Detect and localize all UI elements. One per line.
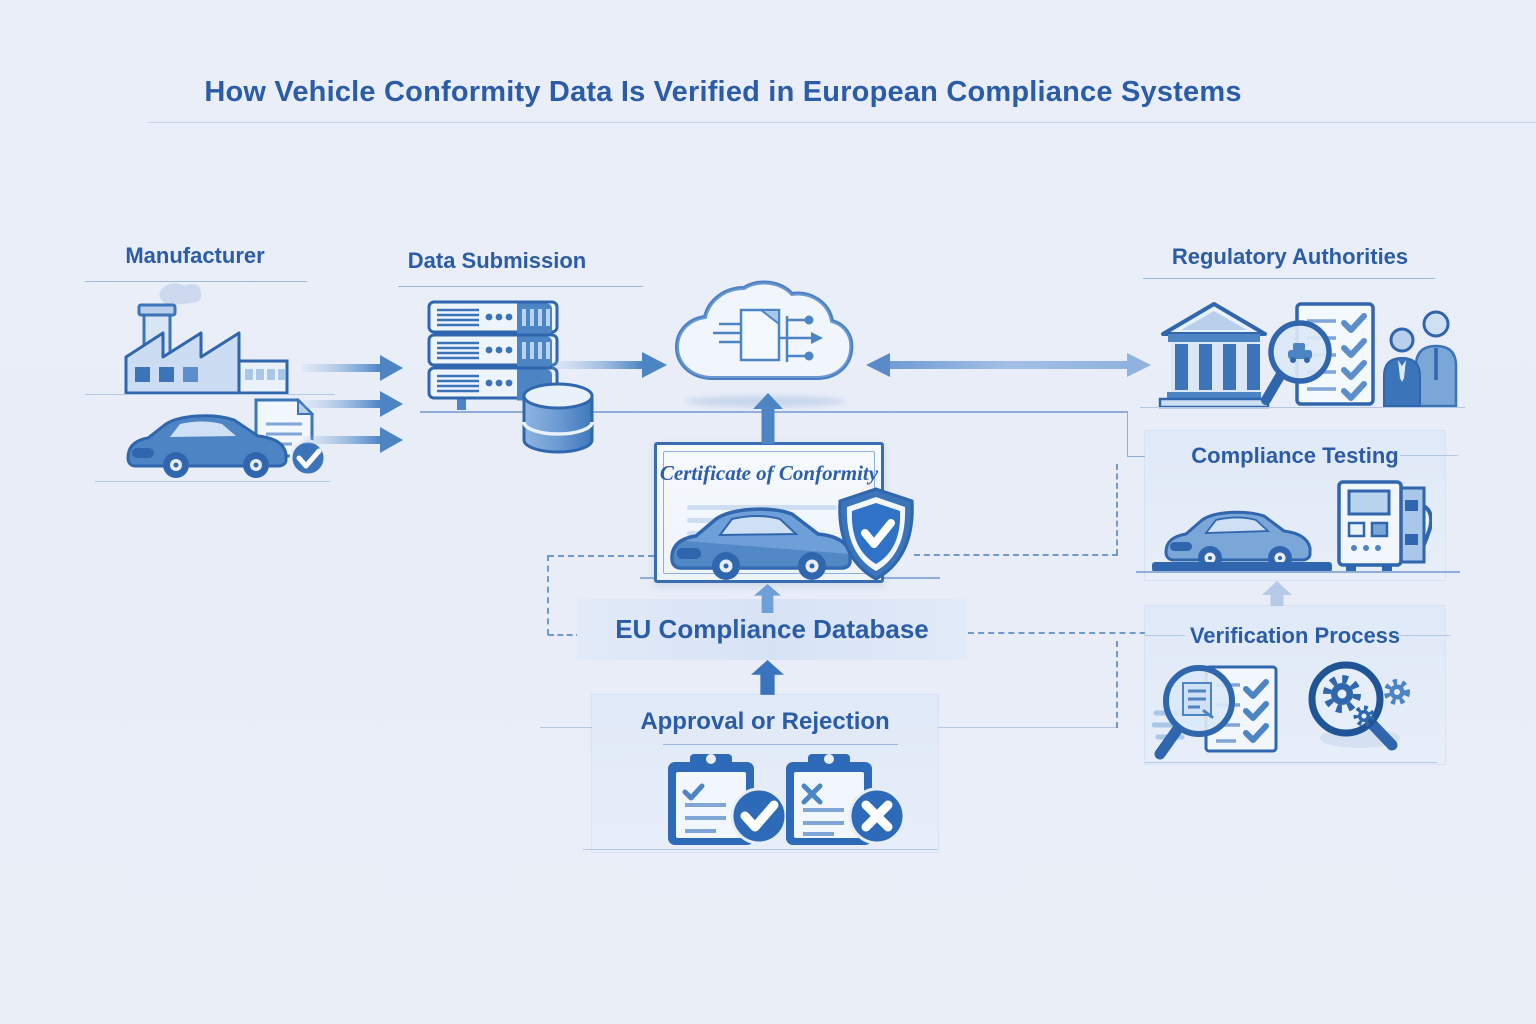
officials-icon <box>1383 310 1458 408</box>
approval-left-line <box>540 727 592 728</box>
eu-compliance-database-label: EU Compliance Database <box>615 614 929 644</box>
cloud-regulatory-double-arrow <box>866 353 1151 377</box>
shield-check-icon <box>838 487 914 581</box>
verification-right-line <box>1396 635 1450 636</box>
title-divider <box>148 122 1536 123</box>
test-platform <box>1152 562 1332 572</box>
gears-analysis-magnifier-icon <box>1308 661 1410 751</box>
vehicle-inspection-magnifier-icon <box>1261 320 1332 405</box>
certificate-left-dashed-line <box>548 555 654 557</box>
approval-right-line <box>938 727 1118 728</box>
certificate-title: Certificate of Conformity <box>659 461 879 485</box>
submission-arrow-2 <box>303 391 403 417</box>
compliance-right-line <box>1400 455 1458 456</box>
page-title: How Vehicle Conformity Data Is Verified … <box>204 76 1242 108</box>
regulatory-ground-line <box>1140 407 1465 408</box>
regulatory-heading: Regulatory Authorities <box>1171 244 1409 269</box>
manufacturer-underline <box>85 281 307 282</box>
verification-bottom-line <box>1145 762 1437 763</box>
approval-to-database-arrow <box>751 660 784 697</box>
eu-compliance-database-bar: EU Compliance Database <box>577 599 967 660</box>
database-to-certificate-arrow <box>754 584 781 613</box>
database-right-dashed-line <box>968 632 1176 634</box>
submission-arrow-3 <box>303 427 403 453</box>
government-building-icon <box>1158 302 1270 409</box>
manufacturer-ground-line <box>85 394 335 395</box>
factory-icon <box>124 282 289 395</box>
verification-heading: Verification Process <box>1189 623 1401 648</box>
certificate-right-dashed-rise <box>1116 464 1118 555</box>
compliance-testing-heading: Compliance Testing <box>1191 443 1399 468</box>
to-cloud-arrow <box>552 352 667 378</box>
certificate-left-dashed-drop <box>547 555 549 635</box>
test-vehicle-icon <box>1164 510 1312 570</box>
certified-vehicle-icon <box>670 507 852 580</box>
clipboard-approved-icon <box>668 754 788 845</box>
clipboard-rejected-icon <box>786 754 906 845</box>
approval-heading: Approval or Rejection <box>640 708 890 735</box>
data-submission-heading: Data Submission <box>407 248 587 273</box>
submission-arrow-1 <box>303 355 403 381</box>
data-submission-underline <box>398 286 643 287</box>
manufacturer-heading: Manufacturer <box>125 243 265 268</box>
certificate-to-cloud-arrow <box>753 393 783 444</box>
cloud-data-transfer-icon <box>674 280 854 380</box>
regulatory-underline <box>1143 278 1435 279</box>
verification-left-line <box>1145 635 1185 636</box>
document-review-magnifier-icon <box>1152 665 1278 760</box>
certificate-right-dashed-line <box>914 554 1118 556</box>
compliance-ground-line <box>1136 571 1460 573</box>
diagnostic-station-icon <box>1337 480 1432 571</box>
regulatory-elbow-vertical <box>1126 411 1128 457</box>
database-cylinder-icon <box>522 382 594 454</box>
approval-ground-line <box>583 849 938 850</box>
approval-dashed-rise <box>1116 641 1118 728</box>
vehicle-ground-line <box>95 481 330 482</box>
verification-to-compliance-arrow <box>1262 581 1292 616</box>
vehicle-with-approved-document-icon <box>126 397 327 478</box>
approval-underline <box>663 744 898 745</box>
